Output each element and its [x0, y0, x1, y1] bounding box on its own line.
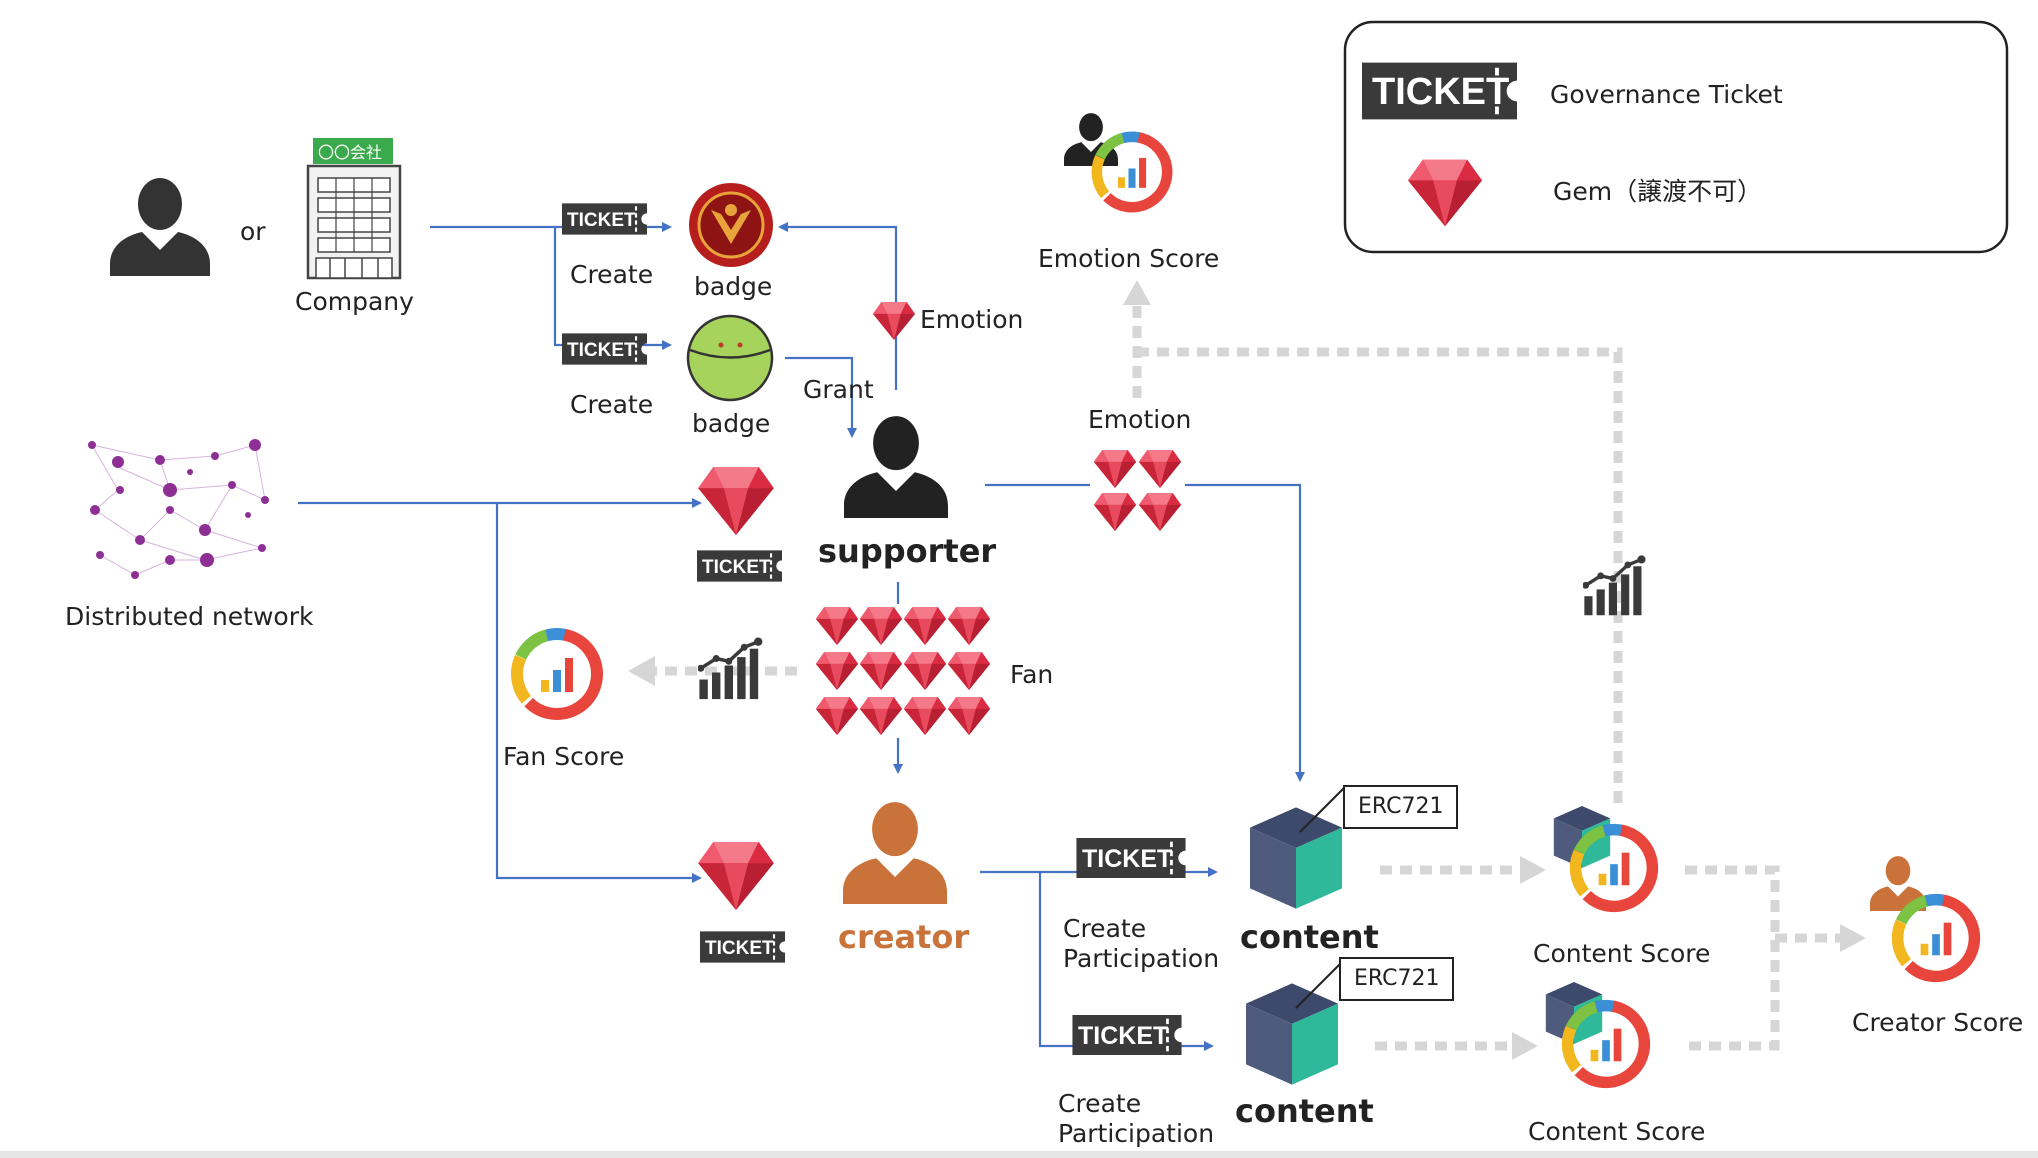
create-participation-label-2a: Create [1058, 1089, 1141, 1118]
emotion-gem-icon [873, 302, 915, 340]
create-label-2: Create [570, 390, 653, 419]
score-feedback-paths [650, 300, 1840, 1051]
create-participation-label-1b: Participation [1063, 944, 1219, 973]
create-participation-label-1a: Create [1063, 914, 1146, 943]
badge-emblem-icon [689, 183, 773, 267]
creator-ticket-icon: TICKET [700, 931, 785, 963]
legend: TICKET Governance Ticket Gem（譲渡不可） [1343, 20, 2009, 254]
erc721-box-2 [1339, 957, 1454, 1001]
network-to-creator-connector [495, 503, 702, 883]
erc721-label-1: ERC721 [1358, 794, 1443, 819]
content-label-2: content [1235, 1092, 1374, 1130]
erc721-label-2: ERC721 [1354, 966, 1439, 991]
svg-text:TICKET: TICKET [702, 557, 771, 578]
legend-ticket-icon: TICKET [1362, 62, 1517, 120]
fan-score-label: Fan Score [503, 742, 624, 771]
erc721-pointer-2 [1295, 963, 1341, 1009]
creator-label: creator [838, 918, 969, 956]
company-building-icon: 〇〇会社 [306, 138, 402, 280]
supporter-gem-icon [698, 467, 774, 535]
create-label-1: Create [570, 260, 653, 289]
content-growth-icon [1583, 555, 1648, 617]
svg-text:TICKET: TICKET [1372, 71, 1509, 113]
badge-green-icon [686, 314, 774, 402]
emotion-to-content-connector [1185, 483, 1305, 782]
fan-score-icon [501, 618, 614, 731]
svg-text:TICKET: TICKET [567, 210, 636, 231]
bottom-strip [0, 1151, 2038, 1158]
supporter-ticket-icon: TICKET [697, 550, 782, 582]
erc721-box-1 [1343, 785, 1458, 829]
fan-label: Fan [1010, 660, 1053, 689]
legend-gem-label: Gem（譲渡不可） [1553, 177, 1762, 206]
svg-text:TICKET: TICKET [705, 938, 774, 959]
participation-ticket-2: TICKET [1072, 1015, 1182, 1055]
svg-text:〇〇会社: 〇〇会社 [318, 143, 382, 162]
legend-governance-ticket-label: Governance Ticket [1550, 80, 1783, 109]
distributed-network-label: Distributed network [65, 602, 314, 631]
or-label: or [240, 217, 266, 246]
create-ticket-2: TICKET [562, 333, 647, 365]
creator-icon [843, 802, 947, 904]
content-score-label-1: Content Score [1533, 939, 1710, 968]
emotion-label-top: Emotion [920, 305, 1023, 334]
distributed-network-nodes [88, 439, 269, 579]
supporter-icon [844, 416, 948, 518]
content-cube-icon-2 [1246, 983, 1338, 1085]
person-icon [110, 178, 210, 276]
create-participation-label-2b: Participation [1058, 1119, 1214, 1148]
creator-gem-icon [698, 842, 774, 910]
erc721-pointer-1 [1299, 787, 1345, 833]
participation-ticket-1: TICKET [1076, 838, 1186, 878]
create-ticket-1: TICKET [562, 203, 647, 235]
badge-label-1: badge [694, 272, 772, 301]
supporter-label: supporter [818, 532, 996, 570]
svg-text:TICKET: TICKET [1078, 1022, 1168, 1050]
emotion-score-label: Emotion Score [1038, 244, 1219, 273]
grant-connector [785, 356, 857, 438]
distributed-network-icon [91, 444, 266, 576]
creator-score-label: Creator Score [1852, 1008, 2023, 1037]
company-label: Company [295, 287, 414, 316]
score-arrowheads [628, 280, 1866, 1060]
svg-text:TICKET: TICKET [1082, 845, 1172, 873]
svg-text:TICKET: TICKET [567, 340, 636, 361]
badge-label-2: badge [692, 409, 770, 438]
content-label-1: content [1240, 918, 1379, 956]
content-cube-icon-1 [1250, 807, 1342, 909]
emotion-label-middle: Emotion [1088, 405, 1191, 434]
grant-label: Grant [803, 375, 874, 404]
fan-gem-cluster [815, 607, 991, 735]
emotion-gem-cluster [1093, 450, 1182, 531]
content-score-label-2: Content Score [1528, 1117, 1705, 1146]
